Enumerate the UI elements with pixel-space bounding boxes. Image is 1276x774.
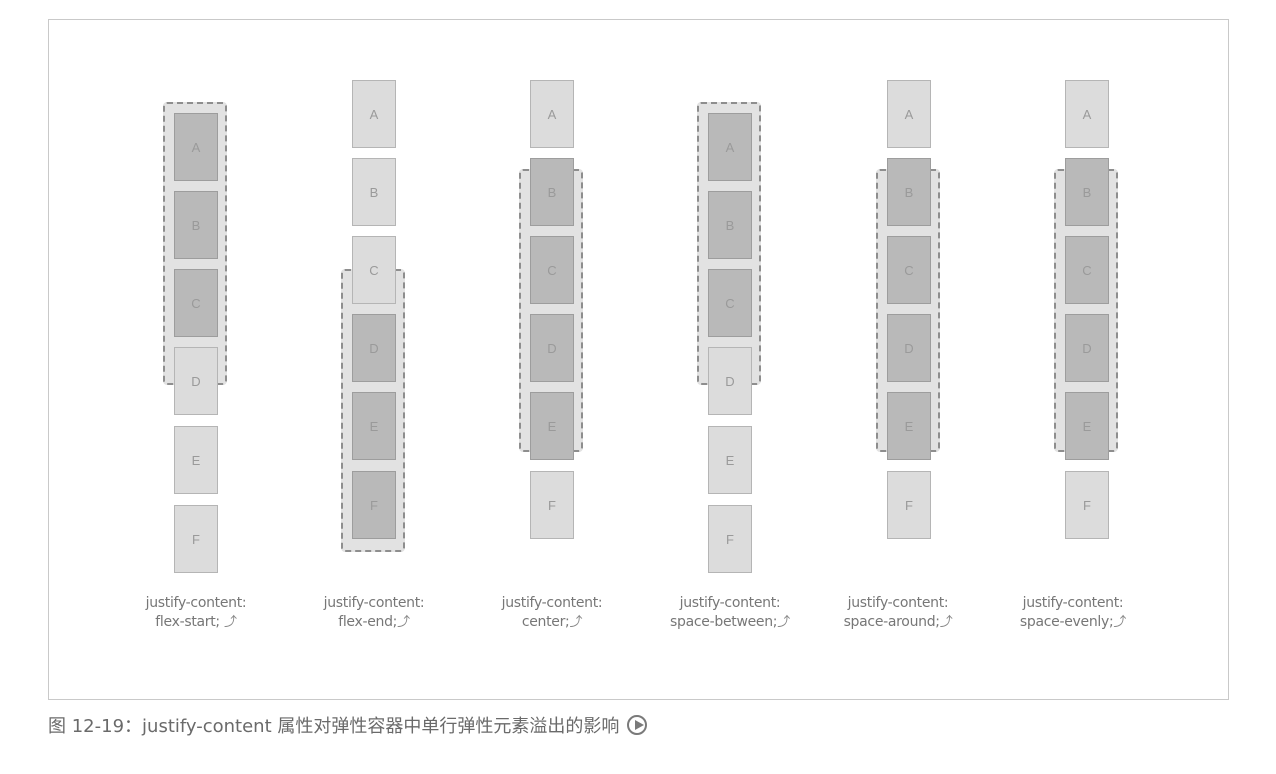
flex-item-c: C (708, 269, 752, 337)
flex-item-b: B (352, 158, 396, 226)
label-center: justify-content: center;⤴ (501, 595, 603, 630)
flex-item-f: F (887, 471, 931, 539)
flex-item-a: A (708, 113, 752, 181)
flex-item-c: C (174, 269, 218, 337)
label-space-between: justify-content: space-between;⤴ (670, 595, 790, 630)
flex-item-f: F (1065, 471, 1109, 539)
play-circle-icon[interactable] (627, 715, 648, 735)
label-space-around: justify-content: space-around;⤴ (843, 595, 953, 630)
flex-item-e: E (174, 426, 218, 494)
figure-caption: 图 12-19：justify-content 属性对弹性容器中单行弹性元素溢出… (48, 712, 648, 738)
line-wrap-arrow-icon: ⤴ (777, 615, 790, 630)
flex-item-f: F (708, 505, 752, 573)
flex-item-f: F (174, 505, 218, 573)
flex-item-a: A (174, 113, 218, 181)
figure-frame (48, 19, 1229, 700)
flex-item-a: A (352, 80, 396, 148)
flex-item-c: C (530, 236, 574, 304)
flex-item-d: D (708, 347, 752, 415)
flex-item-b: B (174, 191, 218, 259)
label-space-evenly: justify-content: space-evenly;⤴ (1019, 595, 1127, 630)
flex-item-c: C (887, 236, 931, 304)
flex-item-a: A (887, 80, 931, 148)
label-flex-start: justify-content: flex-start; ⤴ (145, 595, 247, 630)
line-wrap-arrow-icon: ⤴ (397, 615, 410, 630)
caption-prefix: 图 12-19： (48, 716, 143, 737)
flex-item-e: E (708, 426, 752, 494)
line-wrap-arrow-icon: ⤴ (569, 615, 583, 630)
flex-item-c: C (352, 236, 396, 304)
flex-item-b: B (1065, 158, 1109, 226)
flex-item-e: E (352, 392, 396, 460)
flex-item-e: E (530, 392, 574, 460)
caption-text: justify-content 属性对弹性容器中单行弹性元素溢出的影响 (142, 716, 620, 737)
line-wrap-arrow-icon: ⤴ (1113, 615, 1127, 630)
flex-item-d: D (352, 314, 396, 382)
flex-item-d: D (887, 314, 931, 382)
flex-item-d: D (530, 314, 574, 382)
flex-item-d: D (174, 347, 218, 415)
flex-item-b: B (708, 191, 752, 259)
label-flex-end: justify-content: flex-end;⤴ (323, 595, 425, 630)
flex-item-a: A (530, 80, 574, 148)
flex-item-f: F (352, 471, 396, 539)
flex-item-d: D (1065, 314, 1109, 382)
flex-item-e: E (1065, 392, 1109, 460)
flex-item-f: F (530, 471, 574, 539)
flex-item-b: B (887, 158, 931, 226)
line-wrap-arrow-icon: ⤴ (224, 615, 237, 630)
flex-item-a: A (1065, 80, 1109, 148)
flex-item-c: C (1065, 236, 1109, 304)
flex-item-e: E (887, 392, 931, 460)
line-wrap-arrow-icon: ⤴ (939, 615, 953, 630)
flex-item-b: B (530, 158, 574, 226)
